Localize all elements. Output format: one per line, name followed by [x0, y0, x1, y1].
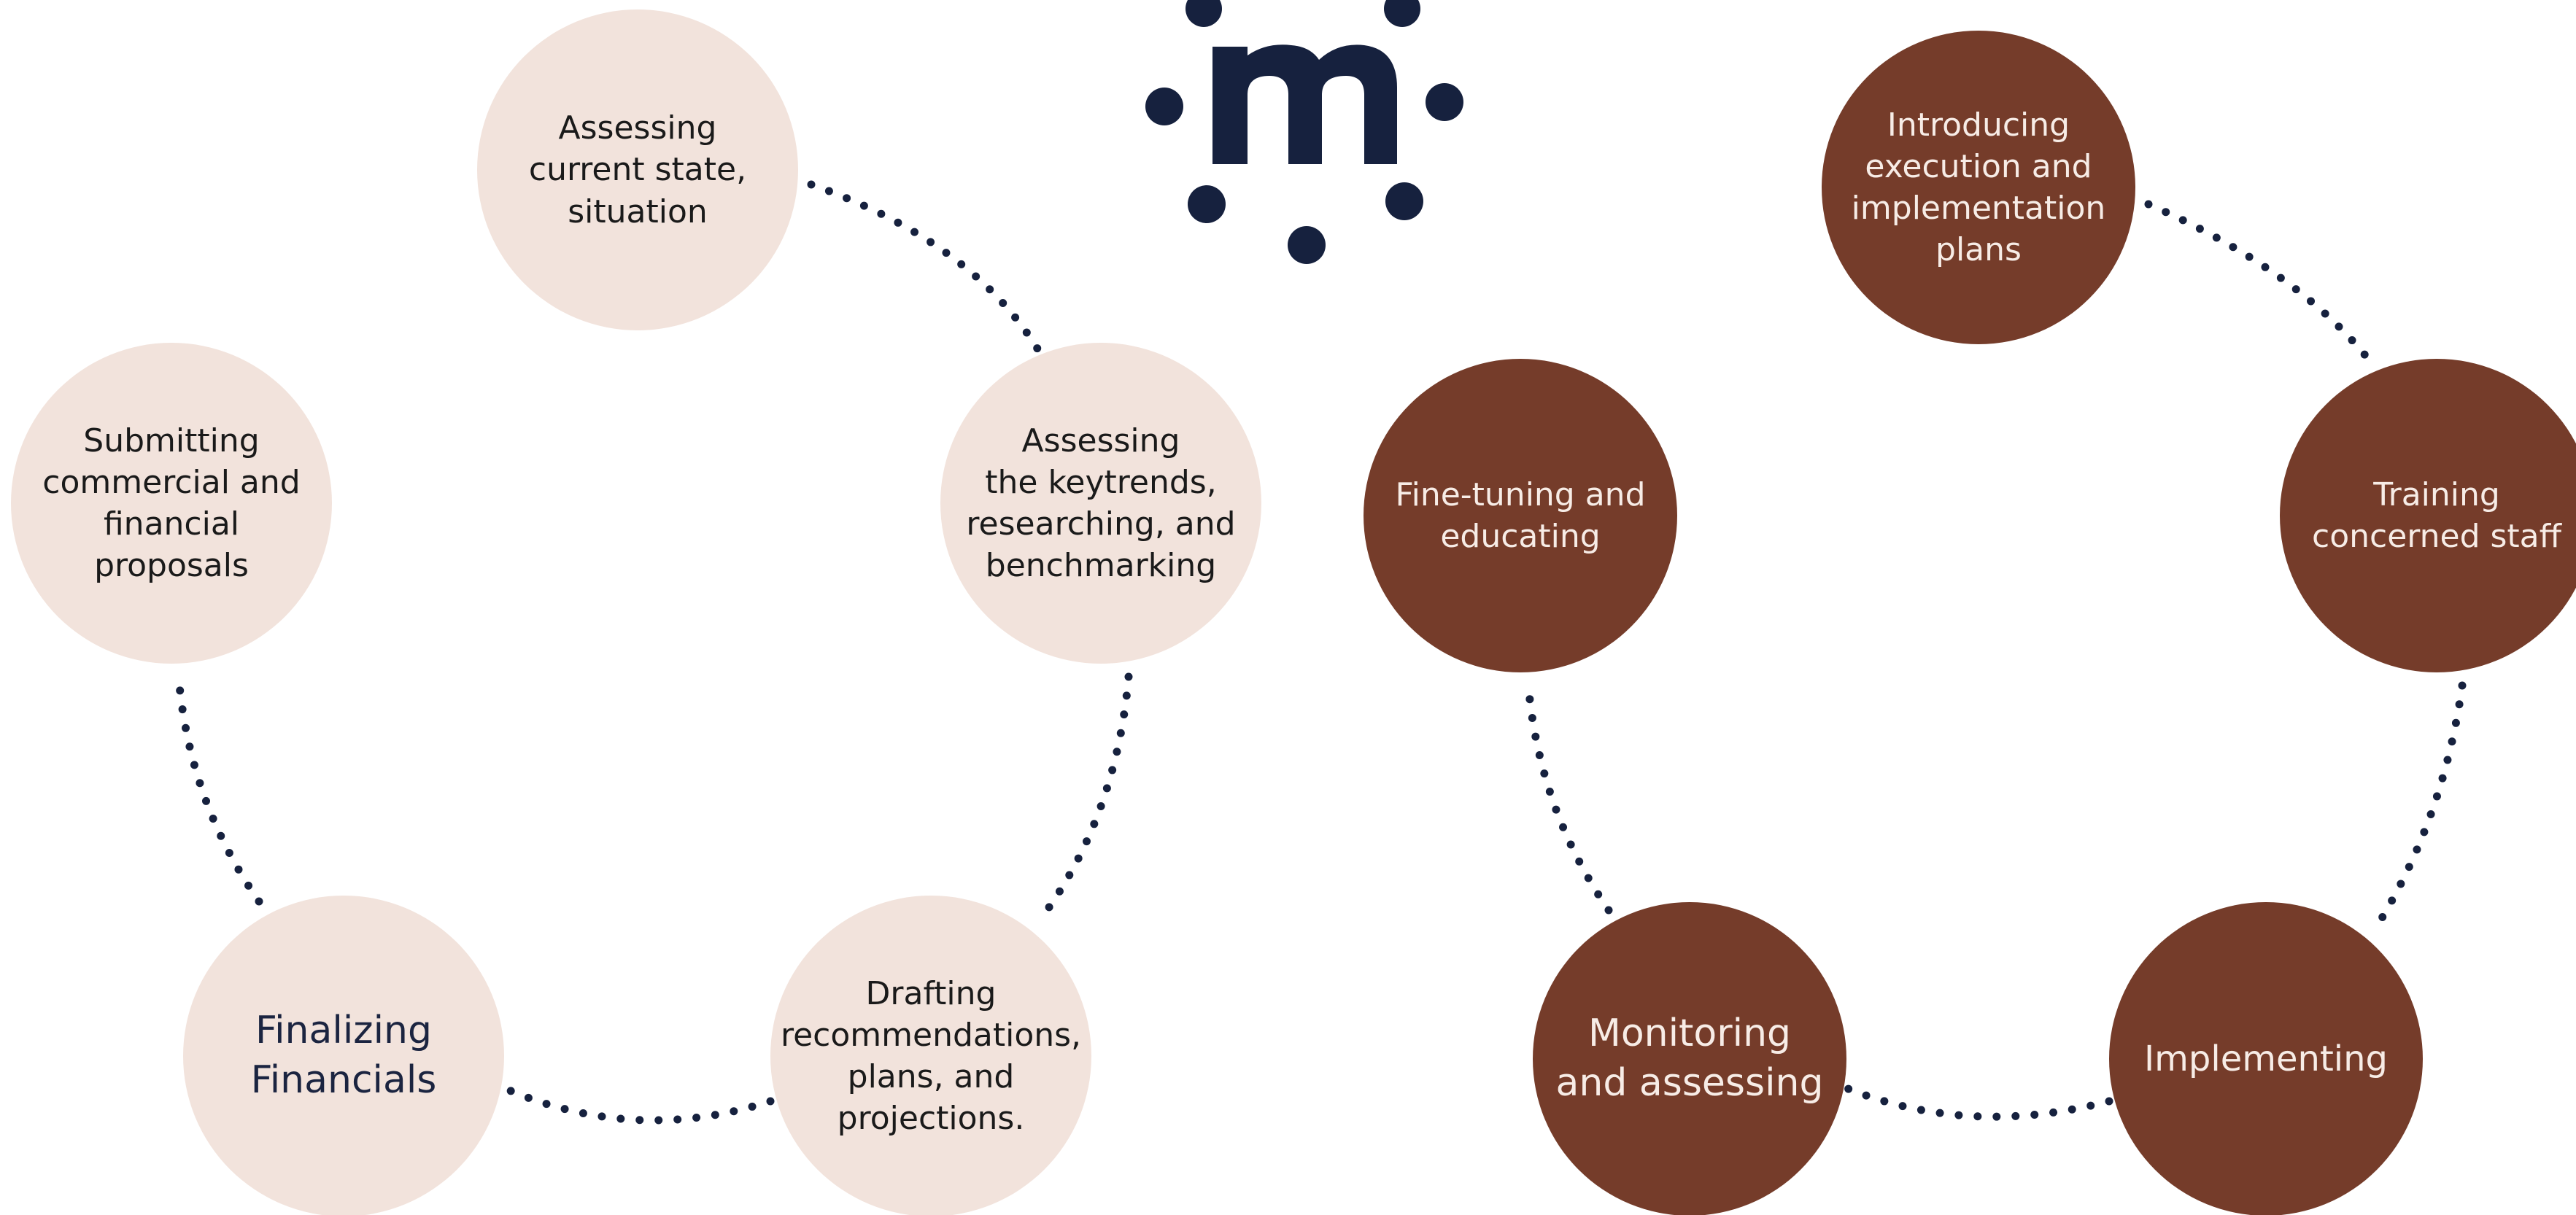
step-monitoring-assessing: Monitoring and assessing — [1533, 902, 1846, 1215]
connector-monitoring-to-finetuning — [1524, 681, 1613, 915]
connector-training-to-implementing — [2374, 681, 2467, 928]
step-label: Assessing current state, situation — [528, 109, 747, 230]
connector-current-to-trends — [807, 180, 1042, 353]
step-label: Monitoring and assessing — [1555, 1012, 1824, 1105]
connector-drafting-to-finalizing — [500, 1084, 775, 1125]
step-fine-tuning-educating: Fine-tuning and educating — [1364, 359, 1677, 672]
step-label: Assessing the keytrends, researching, an… — [966, 422, 1236, 585]
step-label: Training concerned staff — [2312, 475, 2561, 555]
connector-finalizing-to-submitting — [174, 674, 263, 906]
step-drafting-recommendations: Drafting recommendations, plans, and pro… — [770, 896, 1091, 1215]
connector-implementing-to-monitoring — [1842, 1084, 2113, 1121]
step-label: Submitting commercial and financial prop… — [42, 422, 301, 585]
step-training-staff: Training concerned staff — [2280, 359, 2576, 672]
step-implementing: Implementing — [2109, 902, 2423, 1215]
step-label: Fine-tuning and educating — [1395, 475, 1646, 555]
step-label: Introducing execution and implementation… — [1851, 106, 2106, 269]
m-logo-icon — [1145, 0, 1463, 264]
step-assessing-current-state: Assessing current state, situation — [477, 9, 798, 330]
connector-trends-to-drafting — [1037, 672, 1133, 922]
step-label: Drafting recommendations, plans, and pro… — [780, 974, 1082, 1138]
step-finalizing-financials: Finalizing Financials — [183, 896, 504, 1215]
step-label: Finalizing Financials — [250, 1009, 437, 1102]
step-submitting-proposals: Submitting commercial and financial prop… — [11, 343, 332, 664]
step-introducing-plans: Introducing execution and implementation… — [1822, 31, 2135, 344]
step-label: Implementing — [2143, 1038, 2388, 1079]
step-assessing-keytrends: Assessing the keytrends, researching, an… — [940, 343, 1261, 664]
connector-introducing-to-training — [2144, 200, 2375, 367]
